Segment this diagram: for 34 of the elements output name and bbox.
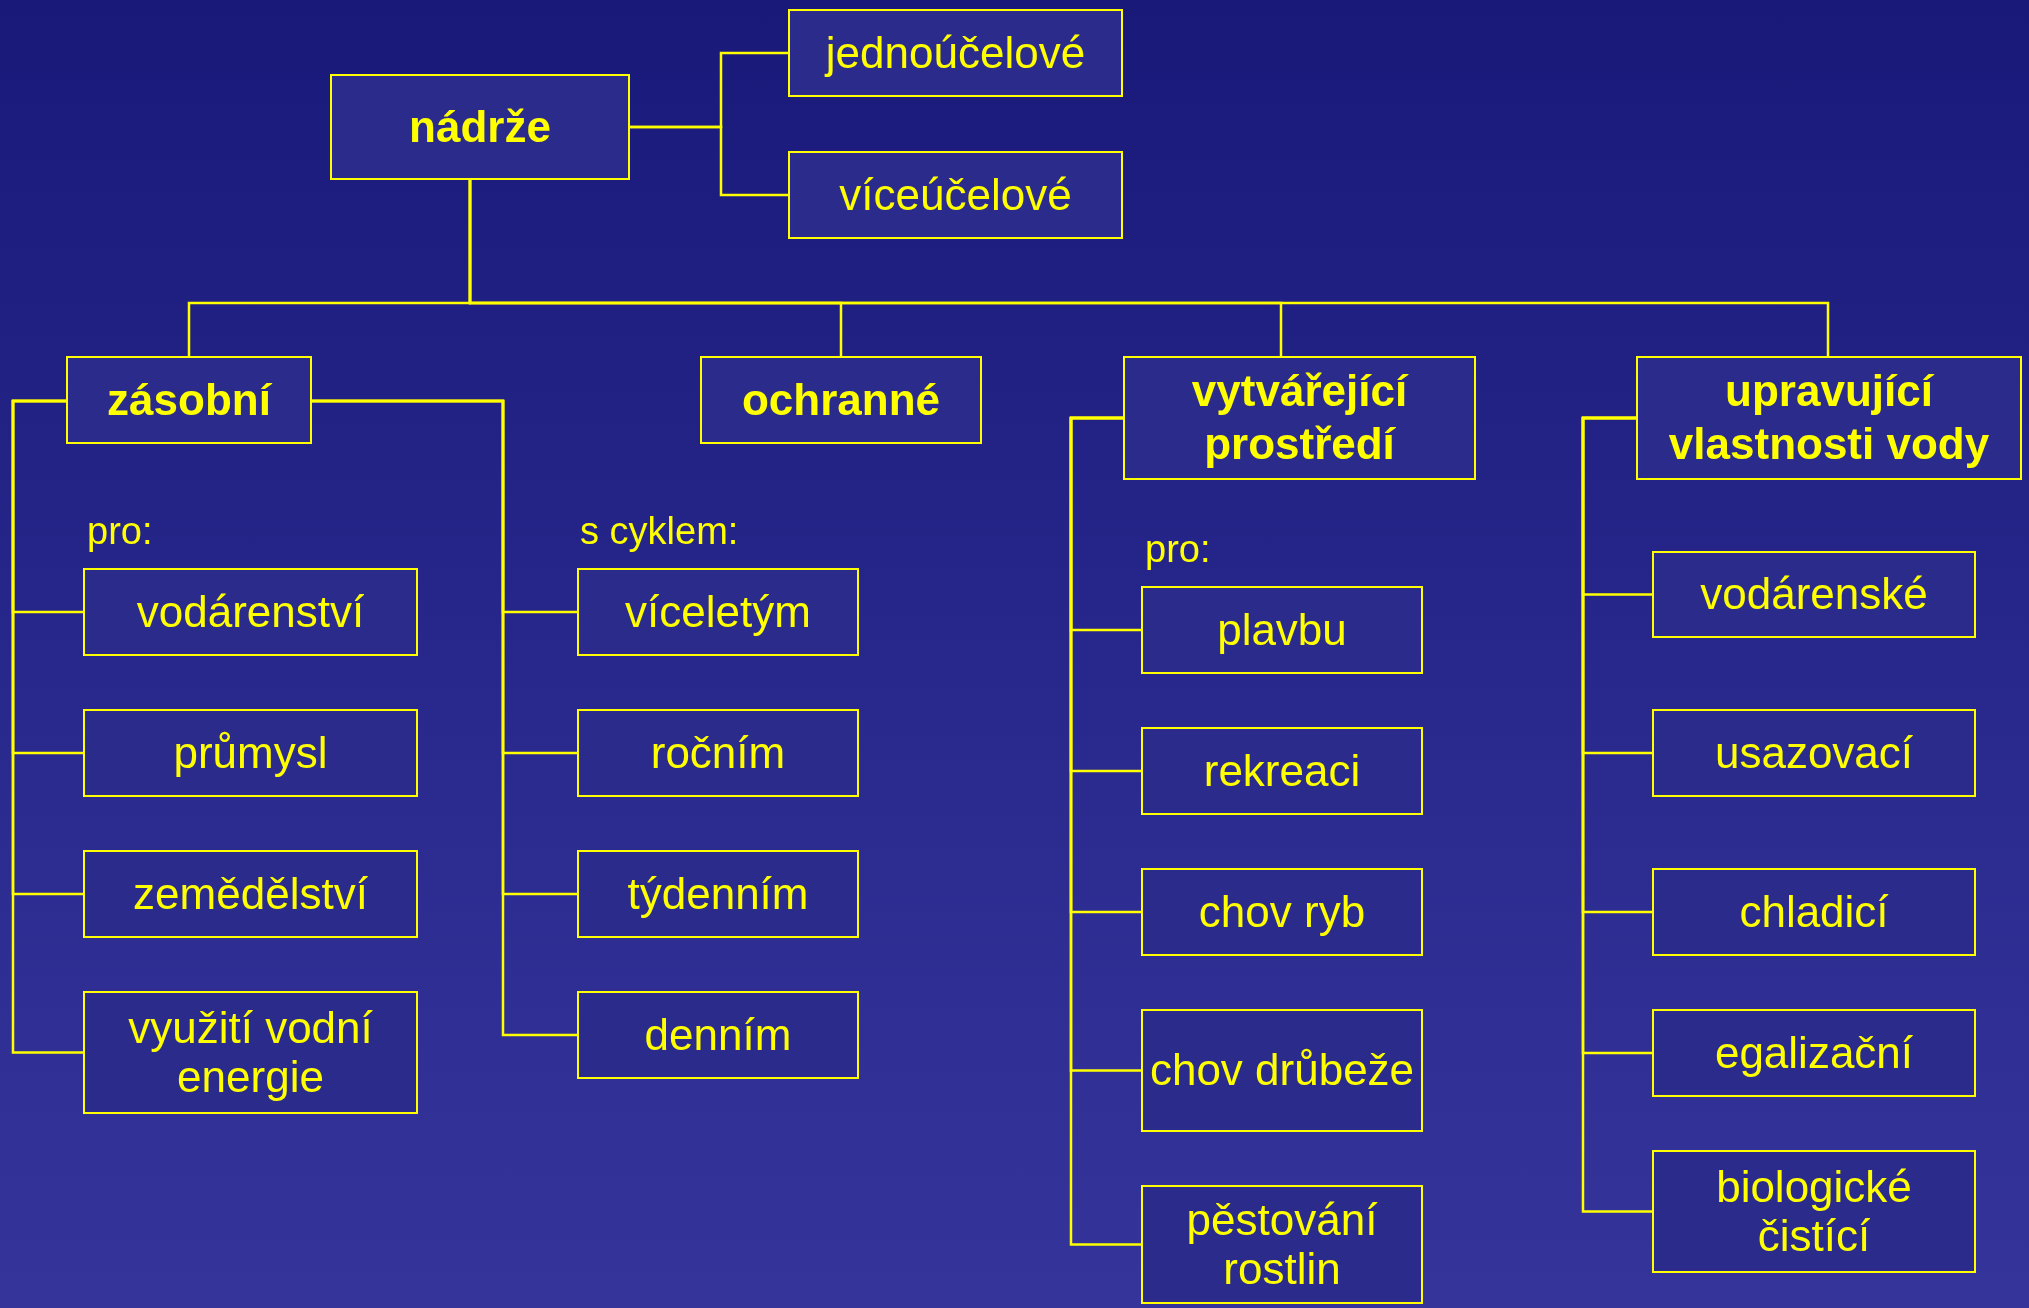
category-box: vodárenské: [1652, 551, 1976, 638]
category-box: chladicí: [1652, 868, 1976, 956]
category-box: nádrže: [330, 74, 630, 180]
category-box: rekreaci: [1141, 727, 1423, 815]
connector-line: [1581, 416, 1652, 1213]
category-box: zásobní: [66, 356, 312, 444]
category-box: víceúčelové: [788, 151, 1123, 239]
connector-line: [468, 180, 1830, 356]
category-box: upravující vlastnosti vody: [1636, 356, 2022, 480]
category-box: ročním: [577, 709, 859, 797]
group-label: pro:: [87, 512, 153, 550]
category-box: využití vodní energie: [83, 991, 418, 1114]
connector-line: [312, 399, 577, 1037]
category-box: zemědělství: [83, 850, 418, 938]
category-box: víceletým: [577, 568, 859, 656]
group-label: s cyklem:: [580, 512, 739, 550]
category-box: chov ryb: [1141, 868, 1423, 956]
group-label: pro:: [1145, 530, 1211, 568]
category-box: týdenním: [577, 850, 859, 938]
category-box: ochranné: [700, 356, 982, 444]
category-box: egalizační: [1652, 1009, 1976, 1097]
category-box: denním: [577, 991, 859, 1079]
category-box: usazovací: [1652, 709, 1976, 797]
category-box: pěstování rostlin: [1141, 1185, 1423, 1304]
category-box: vodárenství: [83, 568, 418, 656]
category-box: vytvářející prostředí: [1123, 356, 1476, 480]
connector-line: [1069, 416, 1141, 1246]
category-box: plavbu: [1141, 586, 1423, 674]
category-box: chov drůbeže: [1141, 1009, 1423, 1132]
category-box: průmysl: [83, 709, 418, 797]
category-box: biologické čistící: [1652, 1150, 1976, 1273]
connector-line: [11, 399, 83, 1054]
category-box: jednoúčelové: [788, 9, 1123, 97]
connector-line: [630, 125, 788, 197]
